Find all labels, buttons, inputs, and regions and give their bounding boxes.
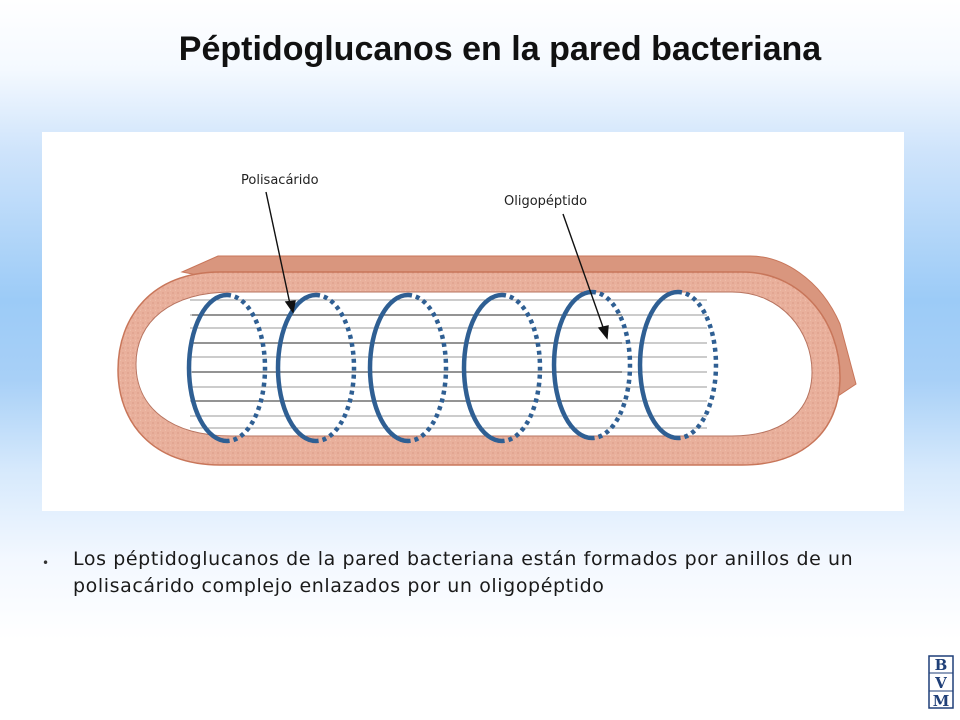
- label-polisacarido: Polisacárido: [241, 173, 319, 188]
- polysaccharide-arrowhead: [284, 300, 296, 314]
- bvm-logo: B V M: [928, 655, 954, 709]
- logo-letter-b: B: [935, 656, 948, 674]
- slide-title: Péptidoglucanos en la pared bacteriana: [178, 30, 822, 68]
- label-oligopeptido: Oligopéptido: [504, 194, 587, 209]
- polysaccharide-ring: [186, 292, 268, 444]
- logo-letter-m: M: [933, 692, 950, 709]
- leader-arrows: [265, 191, 609, 340]
- oligopeptide-arrowhead: [597, 325, 609, 340]
- polysaccharide-ring: [637, 289, 719, 441]
- polysaccharide-ring: [275, 292, 357, 444]
- logo-letter-v: V: [934, 674, 947, 692]
- bullet-icon: •: [42, 556, 50, 570]
- oligopeptide-arrow: [562, 213, 605, 331]
- diagram-canvas: Polisacárido Oligopéptido: [117, 173, 857, 466]
- bullet-text: Los péptidoglucanos de la pared bacteria…: [73, 548, 854, 597]
- polysaccharide-ring: [367, 292, 449, 444]
- polysaccharide-rings: [186, 289, 719, 444]
- polysaccharide-ring: [551, 289, 633, 441]
- polysaccharide-ring: [461, 292, 543, 444]
- polysaccharide-arrow: [265, 191, 291, 305]
- peptidoglycan-diagram: Polisacárido Oligopéptido: [42, 132, 904, 511]
